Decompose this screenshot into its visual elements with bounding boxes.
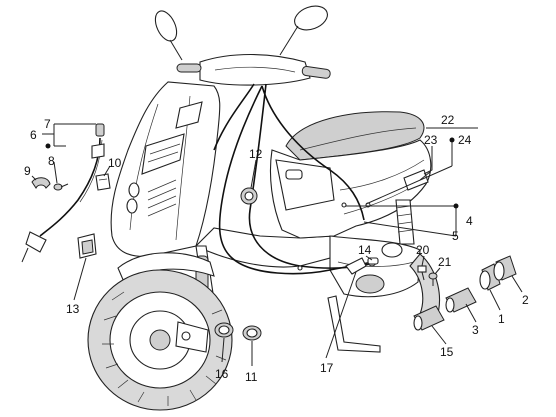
callout-4: 4 bbox=[466, 214, 473, 228]
callout-16: 16 bbox=[215, 367, 229, 381]
callout-17: 17 bbox=[320, 361, 334, 375]
callout-7: 7 bbox=[44, 117, 51, 131]
leader-lines bbox=[31, 123, 523, 366]
callout-14: 14 bbox=[358, 243, 372, 257]
handlebar bbox=[176, 54, 331, 86]
part-cable-adjuster-7 bbox=[95, 123, 105, 137]
part-clip-10 bbox=[95, 173, 111, 191]
callout-11: 11 bbox=[245, 370, 258, 384]
part-tube-15 bbox=[413, 305, 445, 331]
callout-12: 12 bbox=[249, 147, 263, 161]
callout-9: 9 bbox=[24, 164, 31, 178]
callout-15: 15 bbox=[440, 345, 454, 359]
left-mirror bbox=[154, 10, 183, 61]
part-clamp-9 bbox=[31, 177, 51, 189]
right-mirror bbox=[279, 5, 328, 56]
part-bracket-13 bbox=[77, 233, 97, 259]
callout-2: 2 bbox=[522, 293, 529, 307]
callout-3: 3 bbox=[472, 323, 479, 337]
callout-5: 5 bbox=[452, 229, 459, 243]
part-grommet-12 bbox=[240, 187, 258, 205]
callout-20: 20 bbox=[416, 243, 430, 257]
seat bbox=[285, 111, 425, 161]
control-cables bbox=[213, 83, 373, 275]
callout-8: 8 bbox=[48, 154, 55, 168]
callout-13: 13 bbox=[66, 302, 80, 316]
callout-23: 23 bbox=[424, 133, 438, 147]
callout-10: 10 bbox=[108, 156, 122, 170]
part-clamp-16 bbox=[214, 322, 234, 338]
part-clamp-11 bbox=[242, 325, 262, 341]
part-speedometer-cable bbox=[21, 137, 105, 263]
callout-21: 21 bbox=[438, 255, 452, 269]
callout-22: 22 bbox=[441, 113, 455, 127]
part-screw-21 bbox=[428, 272, 438, 286]
front-shield bbox=[110, 81, 221, 257]
part-cap-2 bbox=[493, 255, 517, 281]
scooter-illustration bbox=[87, 5, 440, 411]
front-wheel bbox=[87, 269, 233, 411]
callout-6: 6 bbox=[30, 128, 37, 142]
callout-labels: 7 6 8 9 10 12 13 16 11 17 14 20 21 1 2 3… bbox=[24, 113, 529, 384]
part-sleeve-3 bbox=[445, 287, 477, 313]
callout-1: 1 bbox=[498, 312, 505, 326]
part-bolt-8 bbox=[53, 183, 69, 191]
callout-24: 24 bbox=[458, 133, 472, 147]
